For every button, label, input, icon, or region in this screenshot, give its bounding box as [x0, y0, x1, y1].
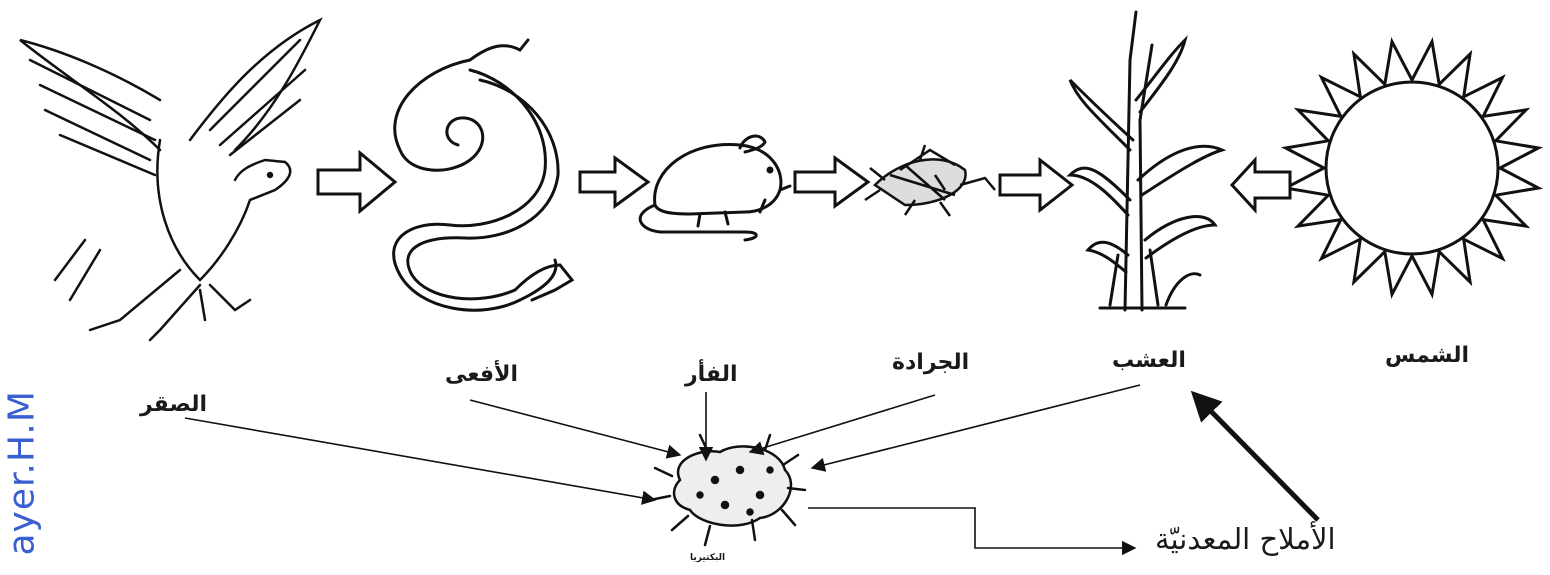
arrow-locust-to-bacteria — [748, 394, 936, 456]
grass-drawing — [1066, 10, 1227, 312]
arrow-snake-to-bacteria — [469, 399, 682, 459]
label-snake: الأفعى — [445, 362, 519, 387]
arrow-grass-to-bacteria — [810, 384, 1141, 472]
arrow-mouse-to-snake — [578, 155, 651, 209]
arrow-sun-to-grass — [1229, 156, 1292, 214]
snake-drawing — [392, 38, 575, 312]
label-sun: الشمس — [1385, 343, 1470, 368]
arrow-falcon-to-bacteria — [184, 417, 657, 505]
arrow-snake-to-falcon — [316, 149, 398, 215]
decomposition-arrows — [184, 384, 1141, 505]
locust-drawing — [864, 144, 996, 217]
bacteria-drawing — [648, 433, 807, 547]
mouse-drawing — [638, 134, 792, 242]
falcon-drawing — [19, 17, 323, 342]
label-minerals: الأملاح المعدنيّة — [1155, 522, 1336, 556]
arrow-grass-to-locust — [998, 156, 1075, 214]
arrow-locust-to-mouse — [793, 155, 871, 209]
label-bacteria: البكتيريا — [690, 553, 726, 563]
label-mouse: الفأر — [685, 362, 738, 387]
chain-arrows — [316, 149, 1292, 215]
label-grass: العشب — [1112, 348, 1186, 373]
arrow-minerals-to-grass — [1190, 390, 1320, 522]
label-falcon: الصقر — [140, 392, 207, 417]
sun-drawing — [1280, 36, 1544, 300]
label-locust: الجرادة — [892, 350, 970, 375]
sun-rays — [1280, 36, 1544, 300]
arrow-bacteria-to-minerals — [808, 507, 1137, 556]
